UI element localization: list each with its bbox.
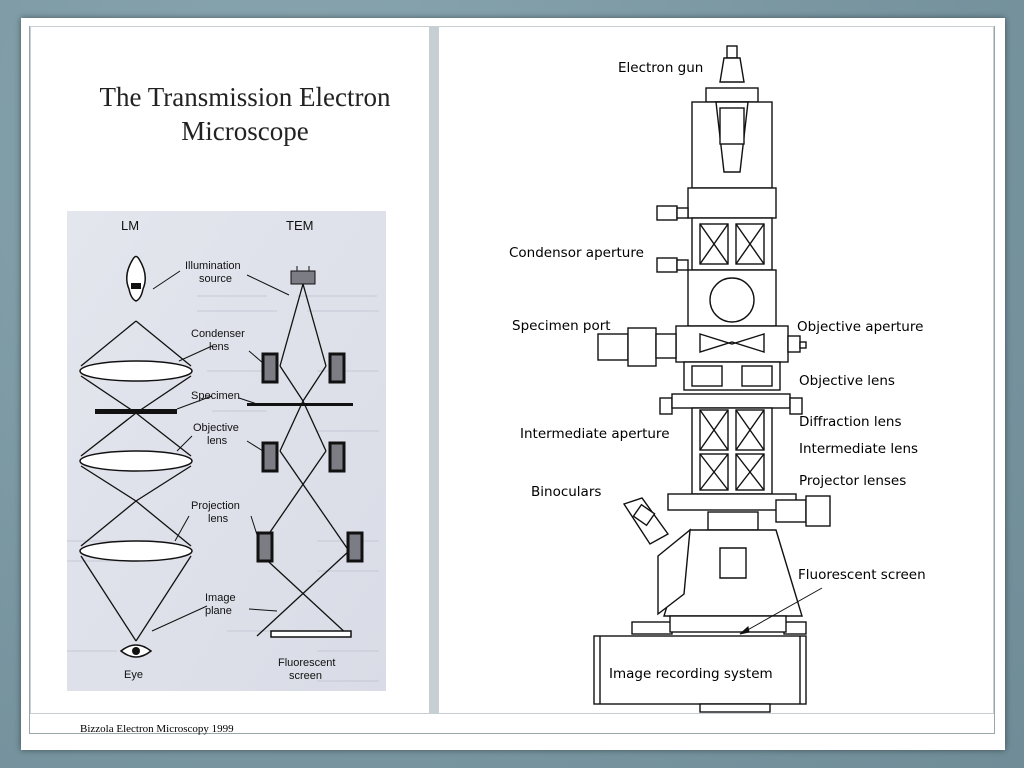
title-line-1: The Transmission Electron — [99, 82, 391, 112]
label-image-2: plane — [205, 605, 232, 617]
slide-title: The Transmission Electron Microscope — [0, 80, 490, 148]
label-eye: Eye — [124, 669, 143, 681]
tem-ray-diagram — [256, 283, 350, 637]
label-illumination-1: Illumination — [185, 260, 241, 272]
label-specimen-port: Specimen port — [512, 318, 611, 334]
label-specimen: Specimen — [191, 390, 240, 402]
lm-tem-comparison-figure: LM TEM — [67, 211, 386, 691]
lm-specimen-stage — [95, 409, 177, 414]
label-condensor-aperture: Condensor aperture — [509, 245, 644, 261]
label-objective-lens: Objective lens — [799, 373, 895, 389]
label-binoculars: Binoculars — [531, 484, 601, 500]
label-projector-lenses: Projector lenses — [799, 473, 906, 489]
tem-heading: TEM — [286, 218, 313, 233]
label-condenser-1: Condenser — [191, 328, 245, 340]
source-caption: Bizzola Electron Microscopy 1999 — [80, 723, 234, 735]
label-projection-2: lens — [208, 513, 229, 525]
bleed-through-text — [67, 295, 379, 682]
label-fluorescent-screen: Fluorescent screen — [798, 567, 926, 583]
label-objective-aperture: Objective aperture — [797, 319, 923, 335]
panel-divider — [430, 26, 438, 714]
lm-condenser-lens — [79, 360, 193, 382]
tem-projection-lens — [256, 531, 364, 563]
label-illumination-2: source — [199, 273, 232, 285]
lm-objective-lens — [79, 450, 193, 472]
label-diffraction-lens: Diffraction lens — [799, 414, 902, 430]
lm-ray-diagram — [80, 320, 192, 642]
lm-heading: LM — [121, 218, 139, 233]
label-image-recording-system: Image recording system — [609, 666, 773, 682]
label-condenser-2: lens — [209, 341, 230, 353]
label-objective-1: Objective — [193, 422, 239, 434]
label-intermediate-aperture: Intermediate aperture — [520, 426, 670, 442]
label-pointers — [151, 270, 290, 632]
label-image-1: Image — [205, 592, 236, 604]
bulb-icon — [126, 255, 146, 302]
label-fluorescent-2: screen — [289, 670, 322, 682]
label-electron-gun: Electron gun — [618, 60, 703, 76]
title-line-2: Microscope — [181, 116, 309, 146]
eye-icon — [119, 644, 153, 658]
tem-condenser-lens — [261, 352, 346, 384]
label-fluorescent-1: Fluorescent — [278, 657, 335, 669]
label-projection-1: Projection — [191, 500, 240, 512]
tem-column-drawing — [593, 45, 831, 713]
tem-specimen-stage — [247, 403, 353, 406]
fluorescent-screen-pointer — [739, 587, 823, 635]
lm-projection-lens — [79, 540, 193, 562]
tem-filament-icon — [290, 266, 316, 285]
label-intermediate-lens: Intermediate lens — [799, 441, 918, 457]
tem-objective-lens — [261, 441, 346, 473]
label-objective-2: lens — [207, 435, 228, 447]
tem-fluorescent-screen — [270, 630, 352, 638]
